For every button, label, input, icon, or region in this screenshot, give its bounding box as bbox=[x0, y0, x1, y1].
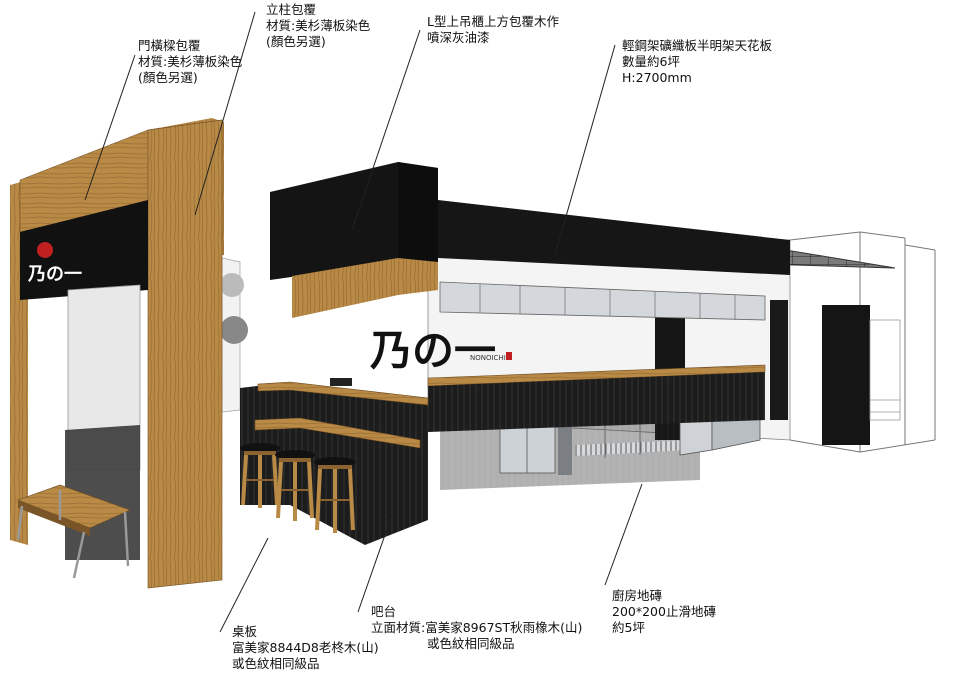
annotation-ceiling: 輕鋼架礦纖板半明架天花板 數量約6坪 H:2700mm bbox=[622, 38, 772, 86]
tabletop-line-1: 桌板 bbox=[232, 624, 258, 639]
sign-seal bbox=[37, 242, 53, 258]
right-column bbox=[147, 119, 223, 589]
bar-stools bbox=[240, 443, 356, 533]
floor-grate bbox=[575, 440, 690, 456]
cabinet-line-2: 噴深灰油漆 bbox=[427, 30, 490, 45]
door-beam-line-3: (顏色另選) bbox=[138, 70, 198, 85]
leader-lines bbox=[84, 11, 643, 633]
leader-tabletop bbox=[219, 537, 269, 633]
curtain-sign-text: 乃の一 bbox=[27, 264, 82, 285]
bar-line-1: 吧台 bbox=[371, 604, 397, 619]
noren-curtain bbox=[20, 200, 148, 300]
column-line-2: 材質:美杉薄板染色 bbox=[266, 18, 371, 33]
bar-line-2: 立面材質:富美家8967ST秋雨橡木(山) bbox=[371, 620, 583, 635]
cabinet-line-1: L型上吊櫃上方包覆木作 bbox=[427, 14, 559, 29]
floor-line-3: 約5坪 bbox=[612, 620, 645, 635]
floor-line-2: 200*200止滑地磚 bbox=[612, 604, 716, 619]
annotation-bar: 吧台 立面材質:富美家8967ST秋雨橡木(山) 或色紋相同級品 bbox=[371, 604, 582, 652]
ceiling-line-2: 數量約6坪 bbox=[622, 54, 680, 69]
ramen-poster bbox=[220, 257, 248, 413]
annotation-tabletop: 桌板 富美家8844D8老柊木(山) 或色紋相同級品 bbox=[232, 624, 379, 672]
leader-door-beam bbox=[84, 54, 136, 201]
annotation-column: 立柱包覆 材質:美杉薄板染色 (顏色另選) bbox=[266, 2, 370, 50]
leader-ceiling bbox=[554, 44, 616, 256]
nonoichi-wall-logo: 乃の一 NONOICHI bbox=[370, 326, 512, 375]
cash-register bbox=[330, 378, 352, 386]
ceiling-line-1: 輕鋼架礦纖板半明架天花板 bbox=[622, 38, 773, 53]
stool bbox=[275, 450, 315, 521]
door-beam-line-2: 材質:美杉薄板染色 bbox=[138, 54, 243, 69]
entrance-frame: 乃の一 bbox=[10, 118, 224, 589]
annotation-floor: 廚房地磚 200*200止滑地磚 約5坪 bbox=[612, 588, 716, 636]
back-doorway bbox=[822, 305, 870, 445]
black-column-right bbox=[770, 300, 788, 420]
entrance-bench bbox=[16, 484, 131, 579]
stool bbox=[314, 457, 356, 533]
ceiling-line-3: H:2700mm bbox=[622, 70, 692, 85]
stainless-wall-cabinets bbox=[439, 281, 766, 321]
tabletop-line-3: 或色紋相同級品 bbox=[232, 656, 320, 671]
fridge-vent bbox=[558, 415, 572, 475]
wall-logo-sub: NONOICHI bbox=[470, 354, 506, 362]
annotation-door-beam: 門橫樑包覆 材質:美杉薄板染色 (顏色另選) bbox=[138, 38, 242, 86]
wall-logo-seal bbox=[506, 352, 512, 360]
upper-cabinet bbox=[270, 162, 790, 318]
stool bbox=[240, 443, 280, 508]
column-line-3: (顏色另選) bbox=[266, 34, 326, 49]
bar-line-3: 或色紋相同級品 bbox=[427, 636, 515, 651]
wall-logo-text: 乃の一 bbox=[370, 326, 496, 375]
tabletop-line-2: 富美家8844D8老柊木(山) bbox=[232, 640, 379, 655]
leader-floor bbox=[604, 483, 643, 586]
annotation-cabinet: L型上吊櫃上方包覆木作 噴深灰油漆 bbox=[427, 14, 559, 46]
leader-bar bbox=[357, 511, 394, 613]
leader-cabinet bbox=[351, 29, 421, 231]
floor-line-1: 廚房地磚 bbox=[612, 588, 663, 603]
column-line-1: 立柱包覆 bbox=[266, 2, 317, 17]
leader-column bbox=[194, 11, 256, 216]
door-beam-line-1: 門橫樑包覆 bbox=[138, 38, 201, 53]
bar-tabletop bbox=[254, 417, 421, 449]
